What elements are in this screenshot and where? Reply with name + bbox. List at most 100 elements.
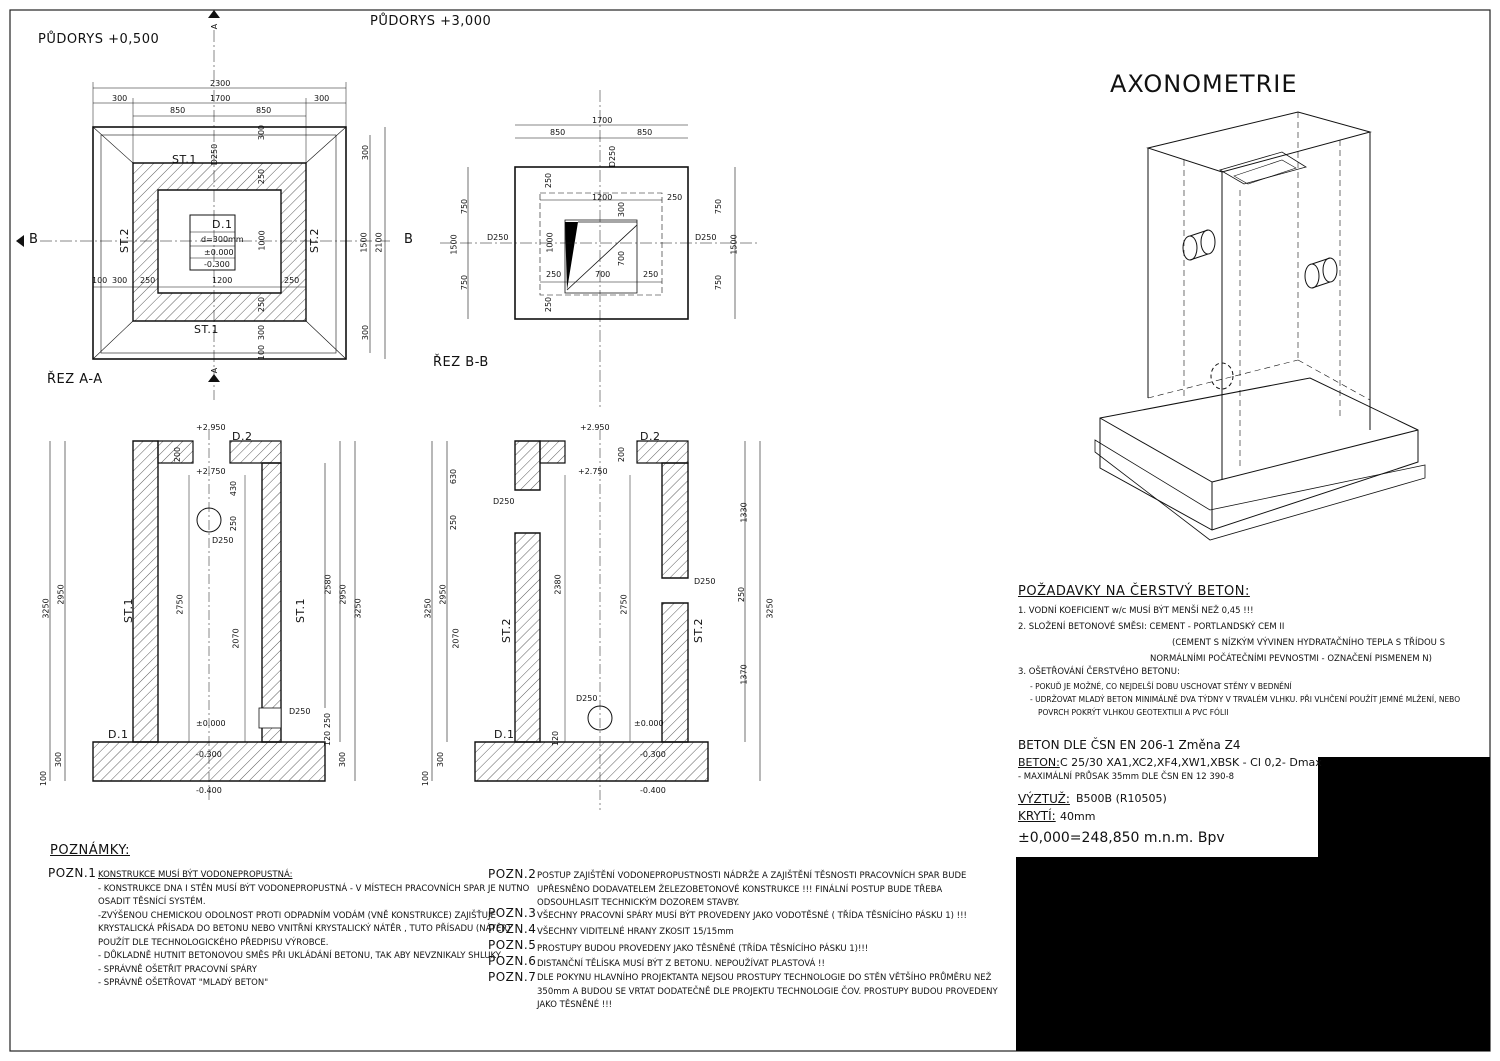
dim-text: 1370 [739, 664, 749, 685]
pipe-label: D250 [576, 694, 598, 703]
dim-text: 750 [460, 274, 470, 291]
section-marker-a-bottom: A [210, 367, 220, 374]
note-1-list: KONSTRUKCE MUSÍ BÝT VODONEPROPUSTNÁ: - K… [98, 869, 529, 991]
dim-text: 2950 [438, 584, 448, 605]
note-line: -ZVÝŠENOU CHEMICKOU ODOLNOST PROTI ODPAD… [98, 910, 496, 921]
dim-text: 120 [323, 730, 333, 747]
note-line: - KONSTRUKCE DNA I STĚN MUSÍ BÝT VODONEP… [98, 883, 530, 894]
plan-right [440, 90, 760, 410]
notes-title: POZNÁMKY: [50, 843, 130, 858]
pipe-label: D250 [212, 536, 234, 545]
level-label: ±0.000 [204, 248, 234, 257]
note-line: - DŮKLADNĚ HUTNIT BETONOVOU SMĚS PŘI UKL… [98, 951, 501, 961]
dim-text: 3250 [423, 598, 433, 619]
wall-label: ST.1 [293, 598, 307, 623]
dim-text: 250 [140, 276, 156, 285]
note-label: POZN.4 [488, 922, 537, 936]
dim-text: 300 [361, 324, 371, 341]
dim-text: 1200 [592, 193, 613, 202]
note-line: DLE POKYNU HLAVNÍHO PROJEKTANTA NEJSOU P… [537, 973, 992, 983]
note-line: KONSTRUKCE MUSÍ BÝT VODONEPROPUSTNÁ: [98, 870, 293, 880]
level-label: +2.950 [580, 423, 610, 432]
title-plan-low: PŮDORYS +0,500 [38, 32, 160, 47]
dim-text: D250 [210, 143, 220, 166]
dim-text: 430 [229, 480, 239, 497]
note-line: KRYSTALICKÁ PŘÍSADA DO BETONU NEBO VNITŘ… [98, 924, 511, 934]
slab-label: D.1 [108, 728, 129, 741]
dim-text: 2070 [451, 628, 461, 649]
title-plan-high: PŮDORYS +3,000 [370, 14, 492, 29]
pipe-label: D250 [695, 233, 717, 242]
dim-text: 250 [257, 168, 267, 185]
dim-text: 1500 [729, 234, 739, 255]
level-label: -0.400 [640, 786, 666, 795]
level-label: -0.400 [196, 786, 222, 795]
wall-label: ST.1 [172, 153, 197, 166]
pipe-label: D250 [289, 707, 311, 716]
dim-text: 2580 [323, 574, 333, 595]
level-label: +2.750 [196, 467, 226, 476]
dim-text: 100 [92, 276, 108, 285]
dim-text: 1000 [545, 232, 555, 253]
dim-text: 750 [714, 274, 724, 291]
dim-text: 2070 [231, 628, 241, 649]
dim-text: 300 [112, 276, 128, 285]
dim-text: 850 [170, 106, 186, 115]
pipe-label: D250 [493, 497, 515, 506]
note-2-list: POSTUP ZAJIŠTĚNÍ VODONEPROPUSTNOSTI NÁDR… [537, 870, 966, 911]
level-label: ±0.000 [196, 719, 226, 728]
concrete-value: C 25/30 XA1,XC2,XF4,XW1,XBSK - Cl 0,2- D… [1060, 756, 1322, 769]
dim-text: 750 [714, 198, 724, 215]
note-line: VŠECHNY PRACOVNÍ SPÁRY MUSÍ BÝT PROVEDEN… [537, 911, 967, 921]
dim-text: 2750 [619, 594, 629, 615]
dim-text: 250 [323, 712, 333, 729]
dim-text: 250 [544, 296, 554, 313]
level-label: +2.750 [578, 467, 608, 476]
requirement-line: - POKUĎ JE MOŽNÉ, CO NEJDELŠÍ DOBU USCHO… [1030, 682, 1292, 691]
wall-label: ST.2 [307, 228, 321, 253]
title-axonometry: AXONOMETRIE [1110, 70, 1298, 98]
dim-text: 250 [229, 515, 239, 532]
note-line: VŠECHNY VIDITELNÉ HRANY ZKOSIT 15/15mm [537, 927, 734, 937]
slab-label: D.2 [640, 430, 661, 443]
dim-text: 250 [449, 514, 459, 531]
dim-text: 250 [667, 193, 683, 202]
note-line: PROSTUPY BUDOU PROVEDENY JAKO TĚSNĚNÉ (T… [537, 944, 869, 954]
elevation-reference: ±0,000=248,850 m.n.m. Bpv [1018, 830, 1225, 846]
requirement-line: (CEMENT S NÍZKÝM VÝVINEN HYDRATAČNÍHO TE… [1172, 638, 1446, 648]
dim-text: 700 [617, 250, 627, 267]
rebar-value: B500B (R10505) [1076, 792, 1167, 805]
wall-label: ST.2 [691, 618, 705, 643]
note-line: POSTUP ZAJIŠTĚNÍ VODONEPROPUSTNOSTI NÁDR… [537, 871, 967, 881]
dim-text: 250 [544, 172, 554, 189]
note-label: POZN.6 [488, 954, 537, 968]
wall-label: ST.2 [117, 228, 131, 253]
note-line: 350mm A BUDOU SE VRTAT DODATEČNĚ DLE PRO… [537, 986, 998, 997]
note-7-list: DLE POKYNU HLAVNÍHO PROJEKTANTA NEJSOU P… [537, 972, 998, 1013]
level-label: ±0.000 [634, 719, 664, 728]
note-label: POZN.2 [488, 867, 537, 881]
requirement-line: 3. OŠETŘOVÁNÍ ČERSTVÉHO BETONU: [1018, 667, 1180, 677]
note-label: POZN.3 [488, 906, 537, 920]
dim-text: 300 [314, 94, 330, 103]
dim-text: 200 [173, 446, 183, 463]
dim-text: 2750 [175, 594, 185, 615]
dim-text: 250 [546, 270, 562, 279]
rebar-label: VÝZTUŽ: [1018, 792, 1070, 806]
shaft-label: d=300mm [201, 235, 244, 244]
dim-text: 1700 [592, 116, 613, 125]
dim-text: 200 [617, 446, 627, 463]
concrete-norm: BETON DLE ČSN EN 206-1 Změna Z4 [1018, 738, 1241, 752]
dim-text: 250 [737, 586, 747, 603]
dim-text: 3250 [41, 598, 51, 619]
level-label: -0.300 [204, 260, 230, 269]
dim-text: 300 [617, 201, 627, 218]
pipe-label: D250 [608, 145, 618, 168]
wall-label: ST.1 [194, 323, 219, 336]
note-label: POZN.1 [48, 866, 97, 880]
note-line: UPŘESNĚNO DODAVATELEM ŽELEZOBETONOVÉ KON… [537, 884, 943, 895]
dim-text: 2380 [553, 574, 563, 595]
dim-text: 300 [257, 324, 267, 341]
dim-text: 2950 [338, 584, 348, 605]
